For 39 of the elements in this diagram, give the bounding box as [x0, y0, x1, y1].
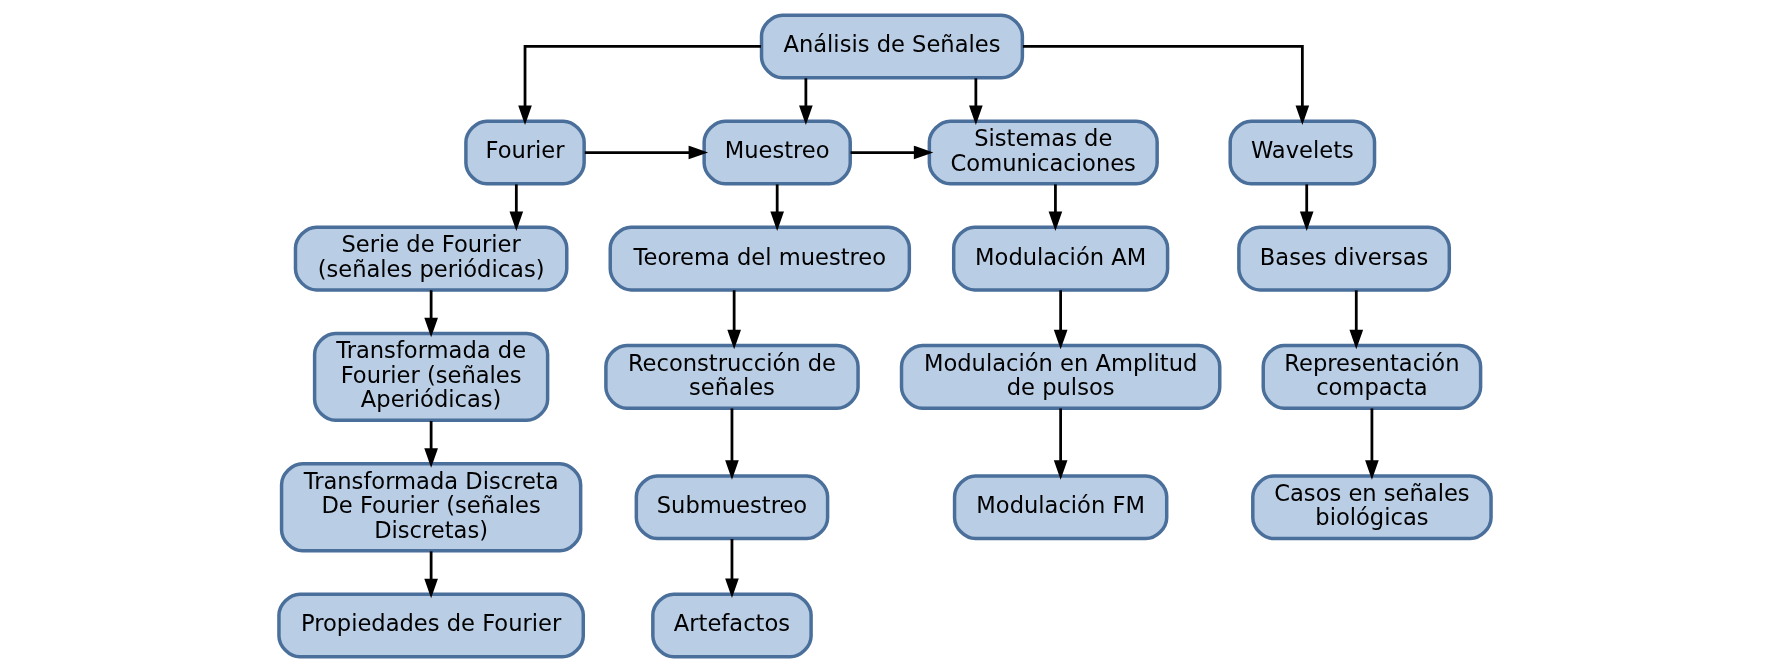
- arrow: [724, 539, 739, 598]
- arrow: [1348, 290, 1363, 350]
- arrow: [423, 551, 438, 599]
- node-box: Muestreo: [701, 119, 852, 186]
- arrow: [517, 45, 761, 125]
- arrow: [423, 421, 438, 468]
- arrow: [1299, 184, 1314, 231]
- node-box: Sistemas de Comunicaciones: [927, 119, 1159, 186]
- node-box: Análisis de Señales: [759, 13, 1024, 80]
- arrow: [584, 145, 708, 160]
- arrow: [423, 290, 438, 338]
- arrow: [798, 78, 813, 125]
- arrow: [1053, 290, 1067, 350]
- arrow: [968, 78, 983, 125]
- arrow: [1053, 408, 1067, 480]
- node-box: Casos en señales biológicas: [1250, 474, 1493, 541]
- arrow: [1048, 184, 1062, 231]
- arrow: [769, 184, 784, 231]
- arrow: [724, 408, 739, 480]
- arrow: [726, 290, 741, 350]
- node-box: Reconstrucción de señales: [603, 343, 860, 410]
- node-box: Teorema del muestreo: [608, 225, 911, 292]
- arrow: [1022, 45, 1309, 125]
- node-box: Submuestreo: [634, 474, 829, 541]
- arrow: [1364, 408, 1379, 480]
- arrow: [850, 145, 933, 160]
- node-box: Modulación AM: [951, 225, 1169, 292]
- node-box: Serie de Fourier (señales periódicas): [293, 225, 568, 292]
- arrow: [509, 184, 523, 231]
- node-box: Modulación FM: [952, 474, 1168, 541]
- node-box: Transformada Discreta De Fourier (señales Discretas): [279, 462, 582, 553]
- node-box: Fourier: [463, 119, 586, 186]
- node-box: Representación compacta: [1261, 343, 1482, 410]
- node-box: Propiedades de Fourier: [276, 592, 585, 659]
- node-box: Transformada de Fourier (señales Aperiódicas): [312, 331, 549, 423]
- node-box: Artefactos: [650, 592, 813, 659]
- node-box: Bases diversas: [1236, 225, 1451, 292]
- node-box: Modulación en Amplitud de pulsos: [899, 343, 1221, 410]
- node-box: Wavelets: [1227, 119, 1376, 186]
